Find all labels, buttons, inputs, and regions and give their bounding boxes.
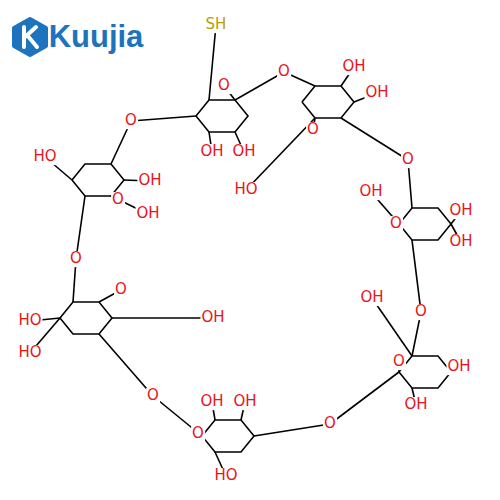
atom-label: OH bbox=[358, 184, 383, 200]
atom-label: HO bbox=[32, 149, 57, 165]
single-bond bbox=[412, 240, 421, 312]
atom-label: OH bbox=[232, 394, 257, 410]
watermark: Kuujia bbox=[48, 21, 145, 54]
atom-label: O bbox=[277, 64, 291, 80]
single-bond bbox=[209, 25, 216, 100]
atom-label: O bbox=[389, 216, 403, 232]
atom-label: HO bbox=[17, 313, 42, 329]
atom-label: HO bbox=[17, 345, 42, 361]
ring-bond bbox=[196, 100, 248, 132]
atom-label: O bbox=[124, 113, 138, 129]
single-bond bbox=[330, 372, 399, 424]
atom-label: OH bbox=[403, 397, 428, 413]
atom-label: OH bbox=[448, 203, 473, 219]
atom-label: OH bbox=[199, 394, 224, 410]
atom-label: O bbox=[217, 78, 231, 94]
atom-label: O bbox=[323, 416, 337, 432]
atom-label: OH bbox=[446, 359, 471, 375]
atom-label: O bbox=[191, 426, 205, 442]
ring-bond bbox=[399, 356, 451, 388]
ring-bond bbox=[399, 208, 451, 240]
atom-label: O bbox=[146, 388, 160, 404]
single-bond bbox=[112, 317, 213, 319]
single-bond bbox=[254, 424, 330, 436]
atom-label: O bbox=[111, 192, 125, 208]
ring-bond bbox=[202, 420, 254, 452]
atom-label: OH bbox=[341, 59, 366, 75]
atom-label: HO bbox=[233, 182, 258, 198]
ring-bond bbox=[302, 86, 354, 118]
single-bond bbox=[131, 116, 196, 121]
atom-label: SH bbox=[205, 17, 228, 33]
atom-label: OH bbox=[135, 206, 160, 222]
single-bond bbox=[76, 196, 85, 259]
logo-icon bbox=[14, 19, 46, 55]
atom-label: OH bbox=[448, 234, 473, 250]
atom-label: OH bbox=[364, 85, 389, 101]
single-bond bbox=[341, 118, 408, 160]
atom-label: O bbox=[69, 251, 83, 267]
atom-label: OH bbox=[359, 290, 384, 306]
atom-label: OH bbox=[137, 173, 162, 189]
atom-label: O bbox=[414, 304, 428, 320]
atom-label: OH bbox=[199, 144, 224, 160]
atom-label: OH bbox=[200, 310, 225, 326]
atom-label: OH bbox=[231, 144, 256, 160]
atom-label: O bbox=[392, 354, 406, 370]
ring-bond bbox=[60, 302, 112, 334]
atom-label: O bbox=[401, 152, 415, 168]
single-bond bbox=[372, 298, 412, 356]
atom-label: O bbox=[306, 122, 320, 138]
atom-label: HO bbox=[213, 468, 238, 484]
atom-label: O bbox=[114, 282, 128, 298]
single-bond bbox=[99, 334, 153, 396]
